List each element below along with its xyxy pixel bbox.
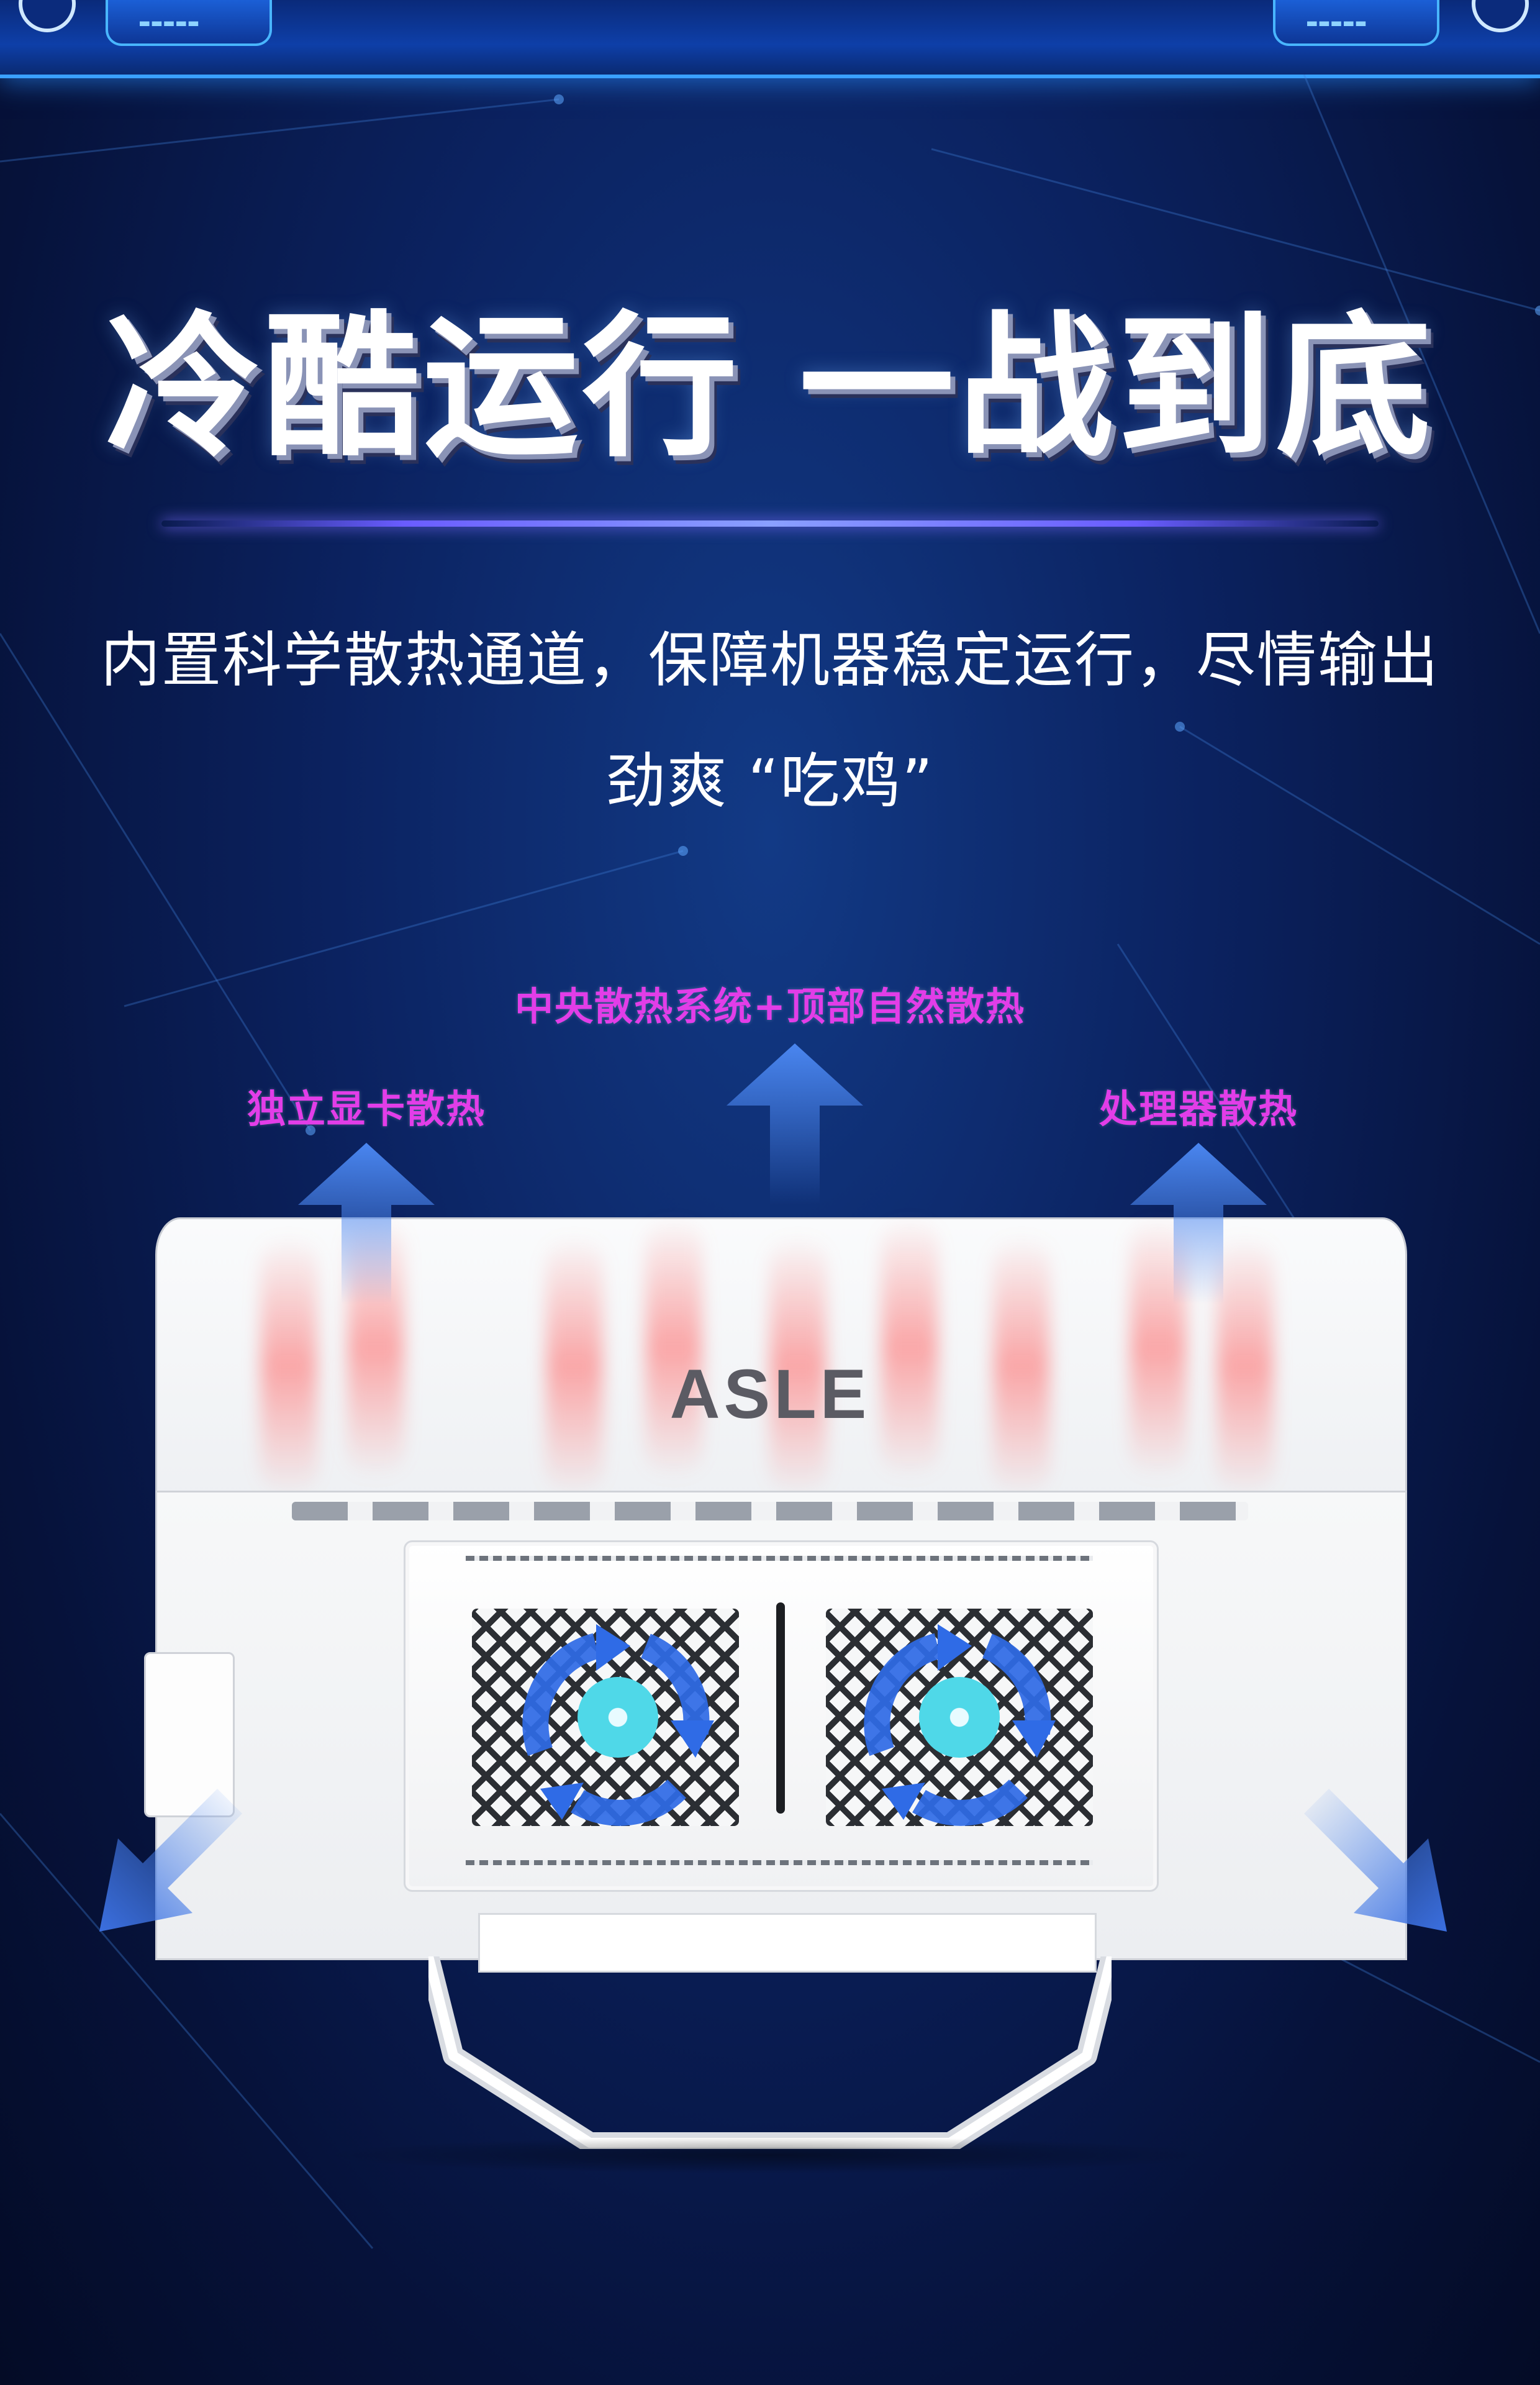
arrow-diagonal-icon [1304,1789,1447,1932]
heat-streak [1217,1236,1273,1497]
stand-shadow [323,2137,1217,2174]
center-divider [776,1602,785,1814]
label-cpu-cooling: 处理器散热 [1098,1086,1298,1132]
lower-vent-slots [466,1860,1093,1865]
heat-streak [546,1236,602,1497]
arrow-up-icon [298,1143,435,1304]
hud-left-notch [106,0,272,46]
heat-streak [994,1236,1049,1497]
circular-airflow-icon [864,1624,1056,1826]
brand-logo: ASLE [669,1355,871,1433]
background-network-lines [0,75,1540,2249]
monitor-chin [478,1913,1097,1973]
page-title: 冷酷运行 一战到底 [105,297,1435,478]
side-port-cover [144,1652,235,1817]
top-vent-row [292,1502,1248,1520]
label-gpu-cooling: 独立显卡散热 [247,1086,486,1132]
heat-streak [770,1236,826,1497]
arrow-up-icon [727,1043,863,1205]
fan-icon [919,1677,1000,1758]
heat-streak [882,1217,938,1478]
arrow-diagonal-icon [99,1789,242,1932]
hud-right-dots: ▬▬▬▬▬ [1307,14,1369,32]
subtitle-line-1: 内置科学散热通道，保障机器稳定运行，尽情输出 [101,625,1439,695]
label-center-cooling: 中央散热系统+顶部自然散热 [515,984,1025,1029]
title-underline [161,520,1379,527]
heat-streak [646,1217,702,1478]
monitor-stand [428,1956,1112,2149]
hud-right-notch [1273,0,1439,46]
hud-left-dots: ▬▬▬▬▬ [140,14,201,32]
upper-vent-slots [466,1556,1093,1561]
circular-airflow-icon [522,1624,714,1826]
fan-icon [578,1677,658,1758]
heat-streak [261,1236,317,1497]
arrow-up-icon [1130,1143,1267,1304]
subtitle-line-2: 劲爽 “吃鸡” [606,747,934,816]
